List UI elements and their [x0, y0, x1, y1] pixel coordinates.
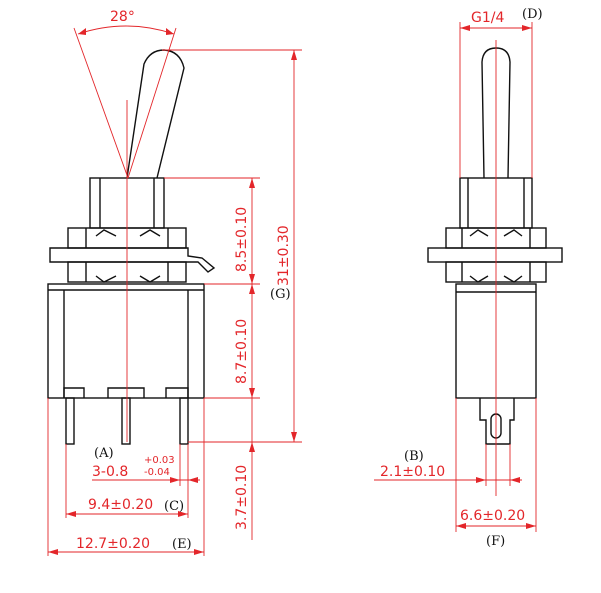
- front-lever: [126, 49, 185, 179]
- terminal-tol-minus: -0.04: [144, 467, 170, 478]
- angle-label: 28°: [110, 9, 135, 25]
- front-width-dim: 12.7±0.20: [76, 536, 150, 552]
- body-dim: 8.7±0.10: [234, 319, 250, 384]
- terminal-width-dim: 3-0.8: [92, 464, 128, 480]
- terminal-tol-plus: +0.03: [144, 455, 175, 466]
- front-washer: [49, 247, 216, 273]
- thread-dim: G1/4: [471, 10, 504, 26]
- front-body: [47, 283, 205, 399]
- front-dimensions: 28° 8.5±0.10 8.7±0.10 3.7±0.10 31±0.30 (…: [47, 9, 302, 556]
- side-view: [427, 47, 563, 445]
- label-c: (C): [164, 499, 184, 514]
- label-g: (G): [270, 287, 291, 302]
- front-terminal-mid: [121, 397, 131, 445]
- label-f: (F): [486, 534, 505, 549]
- label-b: (B): [404, 449, 424, 464]
- front-view: [47, 49, 216, 445]
- side-dimensions: G1/4 (D) (B) 2.1±0.10 6.6±0.20 (F): [374, 7, 543, 549]
- side-terminal: [479, 398, 515, 445]
- front-terminal-left: [65, 397, 75, 445]
- side-terminal-dim: 2.1±0.10: [380, 464, 445, 480]
- front-terminal-right: [179, 397, 189, 445]
- side-width-dim: 6.6±0.20: [460, 508, 525, 524]
- terminal-length-dim: 3.7±0.10: [234, 465, 250, 530]
- overall-dim: 31±0.30: [276, 225, 292, 286]
- pitch-dim: 9.4±0.20: [88, 497, 153, 513]
- bushing-dim: 8.5±0.10: [234, 207, 250, 272]
- label-e: (E): [172, 537, 192, 552]
- label-d: (D): [522, 7, 543, 22]
- side-washer: [427, 247, 563, 263]
- label-a: (A): [94, 446, 114, 461]
